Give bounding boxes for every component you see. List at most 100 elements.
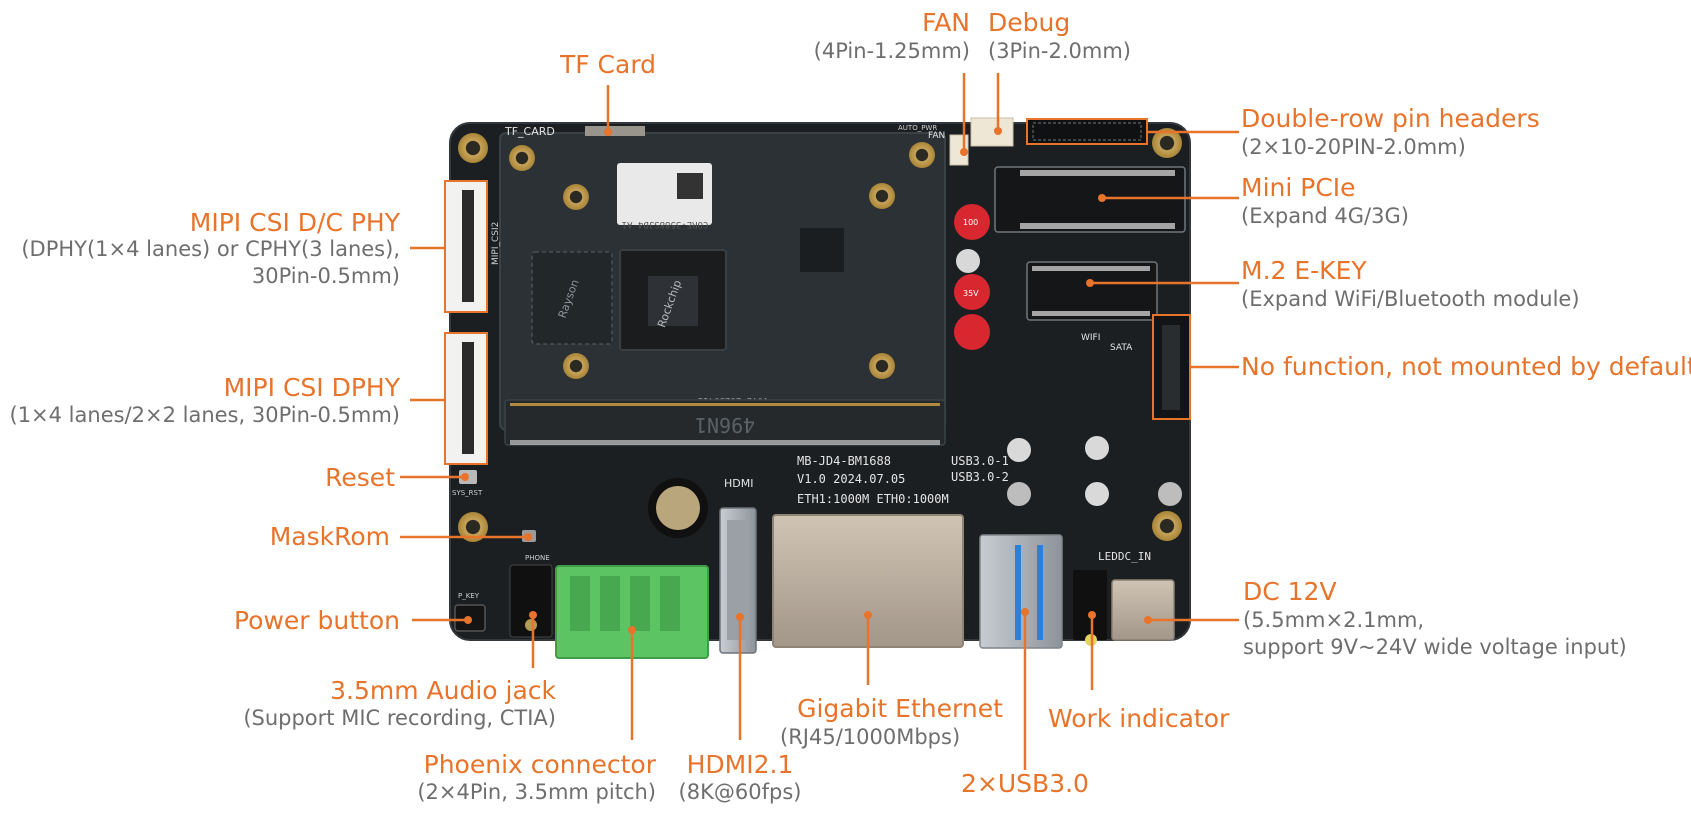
qr-code (677, 173, 703, 199)
work-indicator-part (1073, 570, 1107, 640)
callout-power-button-title: Power button (234, 606, 400, 635)
callout-debug-sub: (3Pin-2.0mm) (988, 39, 1131, 63)
tf-card-silkscreen: TF_CARD (504, 125, 555, 138)
callout-reset-title: Reset (325, 463, 395, 492)
led-dc-silkscreen: LEDDC_IN (1098, 550, 1151, 563)
mini-pcie-pins (1020, 170, 1175, 176)
wifi-silkscreen: WIFI (1081, 333, 1100, 343)
cap-value-2: 35V (963, 289, 979, 298)
tf-card-slot (585, 126, 645, 136)
callout-fan-title: FAN (922, 8, 970, 37)
callout-work-indicator-title: Work indicator (1048, 704, 1230, 733)
dc-jack-part (1111, 579, 1175, 641)
callout-hdmi-title: HDMI2.1 (686, 750, 794, 779)
memory-chip (531, 251, 613, 345)
callout-ethernet-sub: (RJ45/1000Mbps) (780, 725, 961, 749)
mini-pcie-slot (994, 166, 1186, 233)
callout-pin-headers-title: Double-row pin headers (1241, 104, 1540, 133)
mounting-hole-br (1152, 511, 1182, 541)
module-hole-1 (509, 145, 535, 171)
cap-value-1: 100 (963, 218, 978, 227)
m2-slot (1026, 261, 1158, 321)
mounting-hole-tl (458, 133, 488, 163)
callout-fan-sub: (4Pin-1.25mm) (813, 39, 970, 63)
capacitor-small (956, 249, 980, 273)
p-key-silkscreen: P_KEY (458, 592, 480, 600)
usb-tongue-2 (1037, 545, 1043, 640)
callout-mini-pcie-sub: (Expand 4G/3G) (1241, 204, 1409, 228)
module-code-text: CORE-3588SJD4 A1 (622, 219, 709, 229)
callout-tf-card-title: TF Card (559, 50, 657, 79)
callout-mipi-dcphy-sub1: (DPHY(1×4 lanes) or CPHY(3 lanes), (21, 237, 400, 261)
mounting-hole-tr (1152, 128, 1182, 158)
callout-m2-sub: (Expand WiFi/Bluetooth module) (1241, 287, 1580, 311)
standoff-4 (1085, 482, 1109, 506)
phone-silkscreen: PHONE (525, 554, 550, 562)
leader-dots (461, 127, 1152, 634)
callout-mini-pcie-title: Mini PCIe (1241, 173, 1356, 202)
debug-connector (970, 117, 1014, 147)
callout-mipi-dphy-title: MIPI CSI DPHY (223, 373, 400, 402)
callout-usb-title: 2×USB3.0 (961, 769, 1089, 798)
eth-speed-silkscreen: ETH1:1000M ETH0:1000M (797, 492, 949, 506)
m2-pins-bottom (1032, 311, 1150, 316)
module-hole-5 (563, 353, 589, 379)
sodimm-pins (510, 440, 940, 445)
callout-audio-sub: (Support MIC recording, CTIA) (243, 706, 556, 730)
capacitor-1 (954, 204, 990, 240)
sata-silkscreen: SATA (1110, 343, 1133, 353)
audio-jack-part (509, 564, 553, 638)
usb-tongue-1 (1015, 545, 1021, 640)
callout-no-function-title: No function, not mounted by default (1241, 352, 1691, 381)
rtc-battery-cell (656, 486, 700, 530)
standoff-2 (1085, 436, 1109, 460)
sodimm-gold-contacts (510, 403, 940, 406)
hdmi-port-inner (727, 520, 749, 640)
callout-maskrom-title: MaskRom (269, 522, 390, 551)
mipi-dcphy-slot (462, 190, 474, 302)
callout-pin-headers-sub: (2×10-20PIN-2.0mm) (1241, 135, 1466, 159)
module-hole-4 (869, 183, 895, 209)
callout-debug-title: Debug (988, 8, 1071, 37)
callout-audio-title: 3.5mm Audio jack (330, 676, 556, 705)
mipi-dphy-slot (462, 342, 474, 454)
callout-mipi-dcphy-title: MIPI CSI D/C PHY (189, 208, 400, 237)
module-hole-2 (909, 142, 935, 168)
slot-code-text: 496N1 (695, 413, 755, 437)
usb1-silkscreen: USB3.0-1 (951, 454, 1009, 468)
callout-mipi-dcphy-sub2: 30Pin-0.5mm) (251, 264, 400, 288)
capacitor-2 (954, 274, 990, 310)
pin-header-pins (1032, 122, 1142, 141)
standoff-1 (1007, 438, 1031, 462)
sys-rst-silkscreen: SYS_RST (452, 489, 483, 497)
m2-pins (1032, 266, 1150, 271)
standoff-3 (1007, 482, 1031, 506)
usb2-silkscreen: USB3.0-2 (951, 470, 1009, 484)
module-hole-3 (563, 184, 589, 210)
callout-mipi-dphy-sub: (1×4 lanes/2×2 lanes, 30Pin-0.5mm) (9, 403, 401, 427)
leader-lines (400, 73, 1239, 770)
module-hole-6 (869, 353, 895, 379)
callout-hdmi-sub: (8K@60fps) (678, 780, 802, 804)
callout-ethernet-title: Gigabit Ethernet (797, 694, 1003, 723)
sata-inner (1162, 325, 1180, 410)
phoenix-slots (570, 576, 680, 631)
callout-dc12v-sub2: support 9V~24V wide voltage input) (1243, 635, 1627, 659)
standoff-5 (1158, 482, 1182, 506)
pmic-chip (800, 228, 844, 272)
mipi-csi2-silkscreen: MIPI_CSI2 (491, 222, 501, 265)
mounting-hole-bl (458, 512, 488, 542)
callout-dc12v-sub1: (5.5mm×2.1mm, (1243, 608, 1425, 632)
audio-jack-hole (525, 619, 537, 631)
soc-die (648, 276, 698, 326)
pin-header-block (1026, 118, 1148, 145)
capacitor-3 (954, 314, 990, 350)
callout-m2-title: M.2 E-KEY (1241, 256, 1367, 285)
mini-pcie-pins-bottom (1020, 223, 1175, 229)
hdmi-silkscreen: HDMI (724, 477, 753, 490)
callout-phoenix-sub: (2×4Pin, 3.5mm pitch) (417, 780, 656, 804)
board-version-silkscreen: V1.0 2024.07.05 (797, 472, 905, 486)
board-model-silkscreen: MB-JD4-BM1688 (797, 454, 891, 468)
auto-pwr-silkscreen: AUTO_PWR (898, 124, 937, 132)
